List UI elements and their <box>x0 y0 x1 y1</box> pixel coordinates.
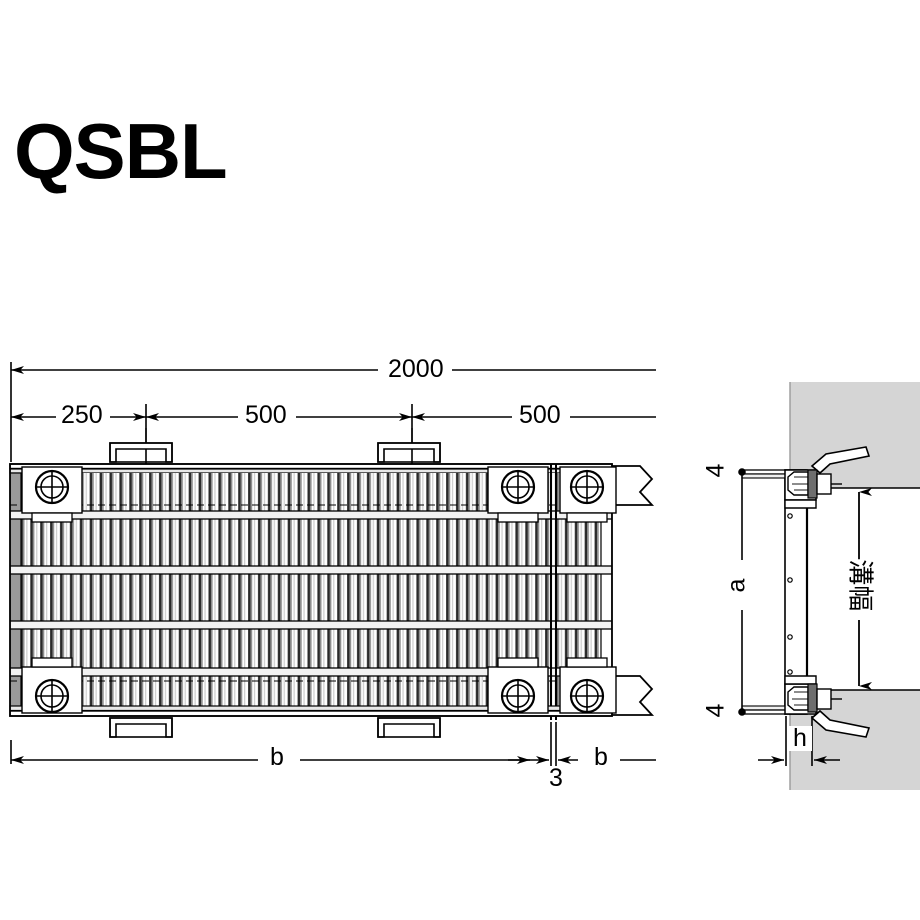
dimension-lines-bottom <box>10 722 656 768</box>
section-view <box>738 382 920 790</box>
dim-label-3: 3 <box>544 766 568 791</box>
dimension-h <box>758 716 840 766</box>
dim-label-h: h <box>788 726 812 751</box>
section-upper-assembly <box>741 446 871 509</box>
bolt-pockets-bottom <box>21 657 617 714</box>
locking-lever-lower <box>810 709 871 738</box>
dim-label-thickness-top: 4 <box>701 463 730 478</box>
locking-lever-upper <box>810 446 871 475</box>
handle-center-marks <box>145 428 413 443</box>
dim-label-500-a: 500 <box>240 403 292 428</box>
dimension-a <box>738 468 746 716</box>
groove-width-label: 溝幅 <box>844 559 875 612</box>
dim-label-250: 250 <box>56 403 108 428</box>
dim-label-500-b: 500 <box>514 403 566 428</box>
bolt-pockets-top <box>21 466 617 523</box>
dim-label-a: a <box>722 578 751 593</box>
dimension-lines-top <box>10 362 656 465</box>
dim-label-thickness-bottom: 4 <box>701 703 730 718</box>
handle-brackets <box>109 442 441 738</box>
page-title: QSBL <box>14 107 228 195</box>
break-line-right <box>612 465 655 716</box>
dim-label-b-left: b <box>265 745 289 770</box>
hex-bolt-upper <box>787 469 842 499</box>
dim-label-b-right: b <box>589 745 613 770</box>
hex-bolt-lower <box>787 683 842 713</box>
section-lower-assembly <box>741 675 871 738</box>
dim-label-2000: 2000 <box>383 357 449 382</box>
